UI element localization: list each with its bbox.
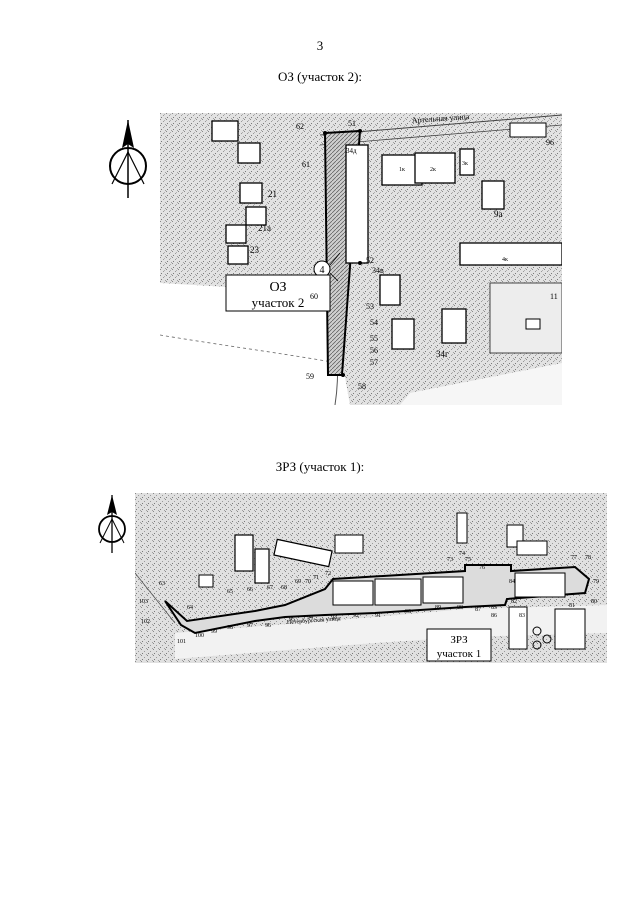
point-label: 99 bbox=[211, 629, 217, 635]
point-label: 59 bbox=[306, 372, 314, 381]
building-label: 21а bbox=[258, 223, 271, 233]
point-label: 67 bbox=[267, 585, 273, 591]
building-label: 11 bbox=[550, 292, 558, 301]
point-label: 91 bbox=[375, 613, 381, 619]
point-label: 51 bbox=[348, 119, 356, 128]
zone-label-line1: ЗРЗ bbox=[450, 634, 468, 646]
north-arrow-icon bbox=[98, 118, 154, 200]
building-label: 21 bbox=[268, 189, 277, 199]
point-label: 78 bbox=[585, 555, 591, 561]
building-label: 34в bbox=[372, 266, 384, 275]
map-oz-plot-2: 4 ОЗ участок 2 Артельная улица 51 52 53 … bbox=[160, 113, 562, 405]
point-label: 97 bbox=[247, 623, 253, 629]
point-label: 64 bbox=[187, 605, 193, 611]
zone-label-line2: участок 2 bbox=[252, 295, 305, 310]
building-label: 3к bbox=[462, 161, 468, 167]
point-label: 79 bbox=[593, 579, 599, 585]
point-label: 68 bbox=[281, 585, 287, 591]
point-label: 53 bbox=[366, 302, 374, 311]
map-zrz-plot-1: ЗРЗ участок 1 Петербургская улица 63 64 … bbox=[135, 493, 607, 663]
point-label: 96 bbox=[265, 623, 271, 629]
point-label: 92 bbox=[353, 613, 359, 619]
point-label: 69 bbox=[295, 579, 301, 585]
building-label: 1к bbox=[399, 167, 405, 173]
point-label: 62 bbox=[296, 122, 304, 131]
point-label: 85 bbox=[491, 605, 497, 611]
building-label: 96 bbox=[546, 138, 554, 147]
street-label: Петербургская улица bbox=[287, 615, 341, 626]
building-label: 4к bbox=[502, 257, 508, 263]
point-label: 95 bbox=[289, 617, 295, 623]
point-label: 56 bbox=[370, 346, 378, 355]
point-label: 87 bbox=[475, 607, 481, 613]
zone-label-line2: участок 1 bbox=[437, 648, 482, 660]
point-label: 65 bbox=[227, 589, 233, 595]
building-label: 23 bbox=[250, 245, 260, 255]
point-label: 90 bbox=[405, 609, 411, 615]
caption-oz-plot-2: ОЗ (участок 2): bbox=[277, 69, 363, 84]
point-label: 102 bbox=[141, 619, 150, 625]
point-label: 52 bbox=[366, 256, 374, 265]
street-label: Артельная улица bbox=[412, 113, 471, 125]
point-label: 66 bbox=[247, 587, 253, 593]
point-label: 77 bbox=[571, 555, 577, 561]
point-label: 70 bbox=[305, 579, 311, 585]
point-label: 84 bbox=[509, 579, 515, 585]
point-label: 94 bbox=[307, 615, 313, 621]
point-label: 82 bbox=[511, 599, 517, 605]
callout-number: 4 bbox=[320, 265, 325, 276]
point-label: 103 bbox=[139, 599, 148, 605]
point-label: 83 bbox=[519, 613, 525, 619]
point-label: 55 bbox=[370, 334, 378, 343]
point-label: 101 bbox=[177, 639, 186, 645]
point-label: 60 bbox=[310, 292, 318, 301]
point-label: 80 bbox=[591, 599, 597, 605]
point-label: 72 bbox=[325, 571, 331, 577]
point-label: 57 bbox=[370, 358, 378, 367]
building-label: 34д bbox=[346, 147, 357, 155]
point-label: 76 bbox=[479, 565, 485, 571]
page-number: 3 bbox=[316, 38, 324, 53]
point-label: 74 bbox=[459, 551, 465, 557]
building-label: 34г bbox=[436, 349, 449, 359]
point-label: 58 bbox=[358, 382, 366, 391]
point-label: 63 bbox=[159, 581, 165, 587]
building-label: 9а bbox=[494, 209, 503, 219]
point-label: 88 bbox=[457, 605, 463, 611]
point-label: 73 bbox=[447, 557, 453, 563]
point-label: 71 bbox=[313, 575, 319, 581]
point-label: 89 bbox=[435, 605, 441, 611]
north-arrow-icon bbox=[90, 493, 130, 555]
building-label: 2к bbox=[430, 167, 436, 173]
point-label: 75 bbox=[465, 557, 471, 563]
point-label: 54 bbox=[370, 318, 378, 327]
point-label: 98 bbox=[227, 625, 233, 631]
point-label: 81 bbox=[569, 603, 575, 609]
point-label: 93 bbox=[331, 615, 337, 621]
zone-label-line1: ОЗ bbox=[269, 280, 286, 295]
caption-zrz-plot-1: ЗРЗ (участок 1): bbox=[275, 459, 365, 474]
point-label: 86 bbox=[491, 613, 497, 619]
point-label: 100 bbox=[195, 633, 204, 639]
point-label: 61 bbox=[302, 160, 310, 169]
